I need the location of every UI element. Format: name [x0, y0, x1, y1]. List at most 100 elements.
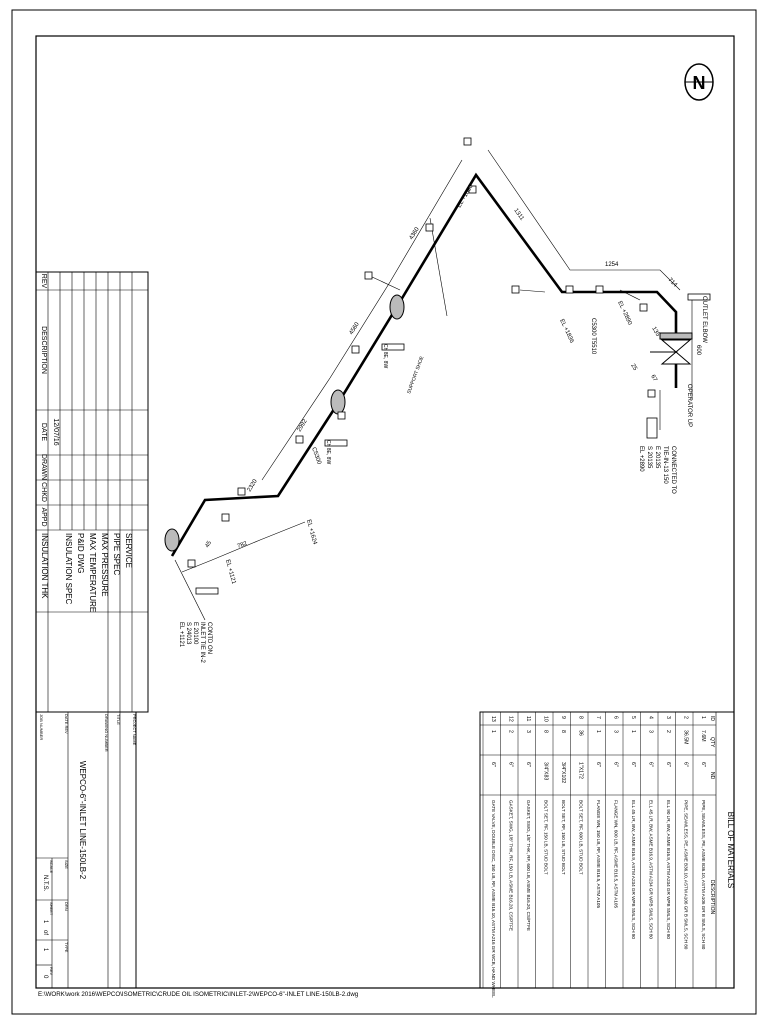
note-c5300-t5510: C5300 T5510 [590, 318, 596, 355]
isometric-piping [164, 149, 711, 621]
north-arrow-icon: N [684, 63, 714, 101]
support-shoe-1 [381, 343, 405, 351]
dim-67: 67 [649, 374, 658, 383]
sheet-value: 1 [42, 920, 48, 924]
flange-lower [164, 528, 180, 552]
bom-cell-qty: 8 [560, 730, 566, 733]
item-balloon [647, 389, 656, 398]
dim-1311: 1311 [512, 208, 525, 223]
revision-block: REV DESCRIPTION DATE DRAWN CHKD APPD 12/… [35, 271, 149, 713]
description-header: DESCRIPTION [40, 326, 47, 374]
flange-middle [330, 389, 346, 415]
item-balloon [337, 411, 346, 420]
bom-cell-qty: 1 [490, 730, 496, 733]
bom-cell-nd: 6" [613, 762, 619, 767]
support-shoe-3 [195, 587, 219, 595]
item-balloon [468, 185, 477, 194]
bom-cell-nd: 6" [665, 762, 671, 767]
dim-600: 600 [695, 345, 701, 356]
item-balloon [595, 285, 604, 294]
bom-id-header: ID [709, 716, 715, 721]
north-label: N [693, 73, 706, 93]
dim-1254: 1254 [605, 262, 619, 268]
sheet-outer-border [11, 9, 757, 1015]
elevation-4: EL +1624 [305, 519, 318, 546]
revision-date-value: 12/07/16 [52, 418, 59, 445]
bom-cell-nd: 6" [648, 762, 654, 767]
bom-cell-qty: 7.6M [700, 730, 706, 742]
drawn-header: DRAWN [40, 454, 47, 480]
note-el-1121: EL +1121 [178, 622, 184, 648]
gate-valve-icon [650, 332, 693, 365]
item-balloon [221, 513, 230, 522]
elevation-2: EL +2890 [616, 300, 633, 326]
dim-2320: 2320 [247, 478, 260, 493]
bom-cell-nd: 3/4"X83 [543, 762, 549, 780]
item-balloon [364, 271, 373, 280]
dim-4560: 4560 [349, 321, 362, 336]
job-number-label: JOB NUMBER [39, 714, 44, 740]
bom-cell-description: BOLT SET, RF, 150 LB, STUD BOLT [561, 800, 566, 875]
insulation-spec-label: INSULATION SPEC [64, 533, 73, 605]
bom-cell-description: PIPE, SEAMLESS, PE, ASME B36.10, ASTM A1… [684, 800, 689, 950]
note-el-2890: EL +2890 [638, 446, 644, 472]
stamp-2: Ch 8E, 8W [325, 440, 331, 464]
dimension-line-upper-left [261, 159, 463, 481]
title-label: TITLE [116, 714, 121, 725]
bom-cell-nd: 1"X172 [578, 762, 584, 779]
isometric-annotations: 1311 1254 714 4360 4560 2992 2320 600 78… [178, 183, 707, 663]
item-balloon [351, 345, 360, 354]
bom-cell-description: PIPE, SEAMLESS, PE, ASME B36.10, ASTM A1… [701, 800, 706, 950]
item-balloon [511, 285, 520, 294]
drawing-number-label: DRAWING NUMBER [104, 714, 109, 752]
bom-cell-qty: 3 [613, 730, 619, 733]
bom-title: BILL OF MATERIALS [726, 812, 735, 888]
item-balloon [425, 223, 434, 232]
file-path: E:\WORK\work 2016\WEPCO\ISOMETRIC\CRUDE … [38, 991, 359, 998]
support-shoe-2 [324, 439, 348, 447]
rev-label: REV [49, 967, 54, 976]
pid-dwg-label: P&ID DWG [76, 533, 85, 573]
bom-cell-nd: 6" [508, 762, 514, 767]
item-balloon [237, 487, 246, 496]
flange-upper [389, 294, 405, 320]
bom-nd-header: ND [709, 772, 715, 780]
elevation-3: EL +1836 [558, 318, 575, 344]
bom-cell-qty: 2 [508, 730, 514, 733]
bom-cell-id: 7 [595, 716, 601, 719]
scale-label: SCALE [49, 860, 54, 873]
dim-135: 135 [650, 326, 661, 338]
drawing-name: WEPCO-6"-INLET LINE-150LB-2 [78, 761, 87, 880]
bom-description-header: DESCRIPTION [709, 880, 715, 915]
stamp-1: Ch 8E, 8W [382, 344, 388, 368]
bom-cell-description: GASKET, SWG, 1/8" THK, RF, 150 LB, ASME … [509, 800, 514, 931]
rev-header: REV [40, 274, 47, 289]
bom-cell-description: GASKET, SWG, 1/8" THK, RF, 600 LB, ASME … [526, 800, 531, 931]
bom-cell-qty: 2 [665, 730, 671, 733]
note-outlet-elbow: OUTLET ELBOW [701, 296, 707, 343]
bom-cell-id: 4 [648, 716, 654, 719]
max-pressure-label: MAX PRESSURE [100, 533, 109, 597]
bom-cell-nd: 6" [700, 762, 706, 767]
item-balloon [187, 559, 196, 568]
bom-cell-qty: 1 [630, 730, 636, 733]
item-balloon [295, 435, 304, 444]
of-label: of [42, 930, 48, 935]
sheet-label: SHEET [49, 902, 54, 916]
bom-cell-qty: 36 [578, 730, 584, 736]
max-temperature-label: MAX TEMPERATURE [88, 533, 97, 612]
note-tie-in-13: TIE-IN-13 150 [662, 446, 668, 484]
dim-25: 25 [629, 363, 638, 372]
pipe-run-main [170, 172, 678, 557]
bom-cell-nd: 6" [525, 762, 531, 767]
type-label: TYPE [64, 942, 69, 953]
dimension-line-lower-left [181, 521, 306, 573]
note-contd-on: CONTD ON [206, 622, 212, 654]
leader-line-1 [429, 217, 448, 317]
bom-cell-description: FLANGE WN, 600 LB, RF, ASME B16.5, ASTM … [614, 800, 619, 908]
bom-cell-id: 9 [560, 716, 566, 719]
bom-cell-id: 5 [630, 716, 636, 719]
rev-value: 0 [42, 975, 48, 979]
note-e-20100: E 20100 [192, 622, 198, 645]
